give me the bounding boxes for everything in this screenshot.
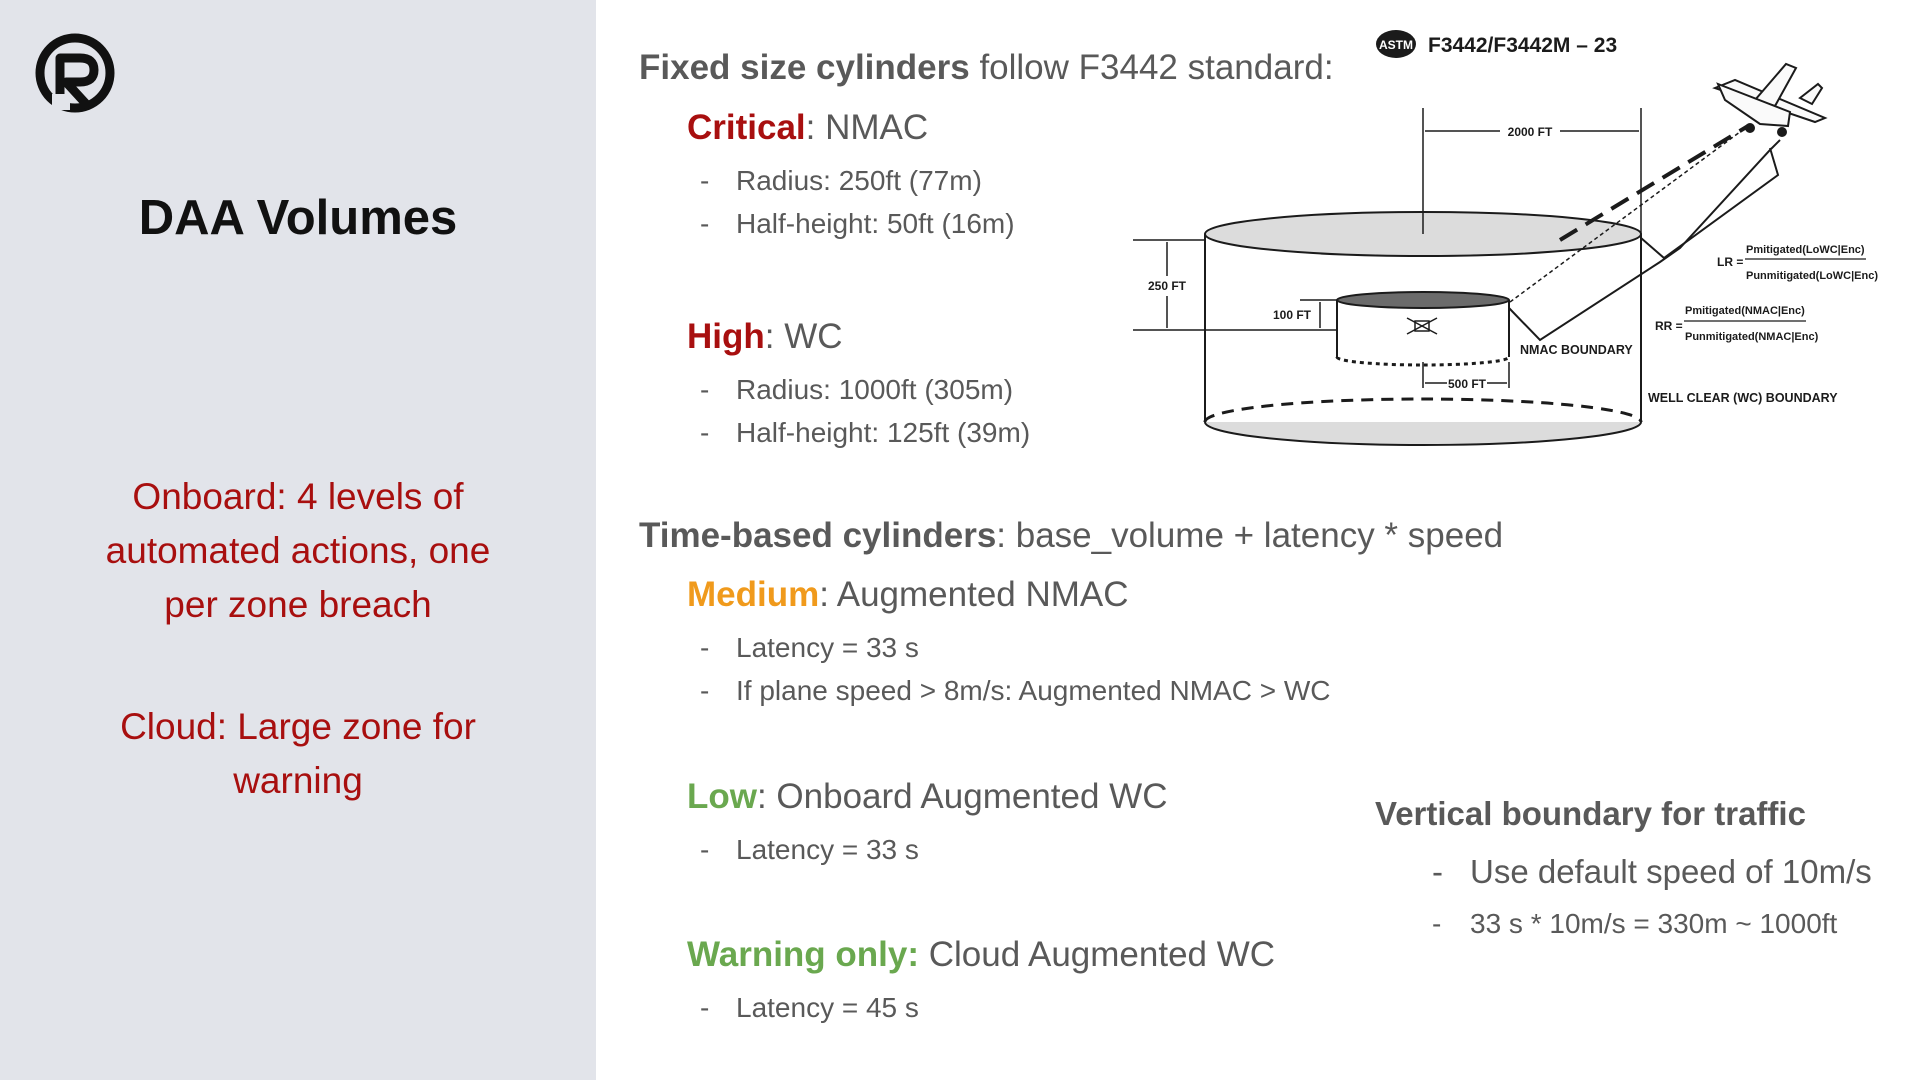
bullet-text: If plane speed > 8m/s: Augmented NMAC > … [736,675,1331,706]
vertical-bullet: -33 s * 10m/s = 330m ~ 1000ft [1432,908,1838,939]
astm-logo-text: ASTM [1379,38,1413,52]
fixed-heading: Fixed size cylinders follow F3442 standa… [639,48,1334,88]
bullet-text: Latency = 45 s [736,992,919,1023]
critical-bullet: -Half-height: 50ft (16m) [700,208,1015,239]
rr-numerator: Pmitigated(NMAC|Enc) [1685,305,1805,317]
dim-100 [1300,299,1337,328]
critical-level: Critical: NMAC [687,108,928,148]
high-bullet: -Half-height: 125ft (39m) [700,417,1031,448]
warning-level: Warning only: Cloud Augmented WC [687,935,1275,975]
bullet-text: Radius: 1000ft (305m) [736,374,1014,405]
onboard-note-line: per zone breach [164,584,432,625]
rr-formula: RR = Pmitigated(NMAC|Enc) Punmitigated(N… [1655,305,1819,343]
timebased-heading: Time-based cylinders: base_volume + late… [639,516,1503,556]
medium-label: Medium [687,575,820,614]
left-panel: DAA Volumes Onboard: 4 levels of automat… [0,0,596,1080]
drone-icon [1406,317,1438,335]
bullet-text: Latency = 33 s [736,834,919,865]
fixed-heading-bold: Fixed size cylinders [639,48,970,87]
onboard-note-line: Onboard: 4 levels of [132,476,464,517]
dim-2000 [1422,108,1642,234]
medium-desc: : Augmented NMAC [819,575,1129,614]
f3442-diagram: ASTM F3442/F3442M – 23 2000 FT 250 FT [1133,30,1878,446]
lr-formula: LR = Pmitigated(LoWC|Enc) Punmitigated(L… [1717,244,1878,282]
high-level: High: WC [687,317,843,357]
wc-boundary-label: WELL CLEAR (WC) BOUNDARY [1648,391,1838,405]
lr-denominator: Punmitigated(LoWC|Enc) [1746,270,1878,282]
warning-label: Warning only: [687,935,920,974]
airplane-icon [1712,62,1828,137]
bullet-text: 33 s * 10m/s = 330m ~ 1000ft [1470,908,1838,939]
critical-label: Critical [687,108,806,147]
cloud-note-line: Cloud: Large zone for [120,706,476,747]
trajectory-lines [1508,124,1781,342]
wc-cylinder [1203,211,1643,446]
nmac-boundary-label: NMAC BOUNDARY [1520,343,1633,357]
dim-100-label: 100 FT [1273,308,1312,322]
fixed-heading-rest: follow F3442 standard: [969,48,1334,87]
vertical-heading: Vertical boundary for traffic [1375,795,1806,832]
standard-id: F3442/F3442M – 23 [1428,34,1617,57]
warning-bullet: -Latency = 45 s [700,992,919,1023]
nmac-cylinder [1335,291,1511,367]
astm-logo-icon: ASTM [1376,30,1416,58]
cloud-note: Cloud: Large zone for warning [60,700,536,808]
medium-bullet: -If plane speed > 8m/s: Augmented NMAC >… [700,675,1331,706]
lr-numerator: Pmitigated(LoWC|Enc) [1746,244,1865,256]
warning-desc: Cloud Augmented WC [919,935,1276,974]
rr-label: RR = [1655,319,1683,333]
bullet-text: Half-height: 50ft (16m) [736,208,1015,239]
low-level: Low: Onboard Augmented WC [687,777,1167,817]
bullet-text: Radius: 250ft (77m) [736,165,982,196]
dim-250 [1133,239,1337,331]
lr-label: LR = [1717,255,1743,269]
high-label: High [687,317,765,356]
timebased-heading-rest: : base_volume + latency * speed [996,516,1504,555]
bullet-text: Latency = 33 s [736,632,919,663]
slide-title: DAA Volumes [138,191,458,245]
medium-bullet: -Latency = 33 s [700,632,919,663]
company-logo-icon [35,33,115,113]
dim-2000-label: 2000 FT [1508,125,1553,139]
rr-denominator: Punmitigated(NMAC|Enc) [1685,331,1819,343]
bullet-text: Half-height: 125ft (39m) [736,417,1031,448]
onboard-note: Onboard: 4 levels of automated actions, … [60,470,536,632]
bullet-text: Use default speed of 10m/s [1470,853,1872,890]
onboard-note-line: automated actions, one [105,530,491,571]
medium-level: Medium: Augmented NMAC [687,575,1129,615]
critical-desc: : NMAC [805,108,929,147]
low-bullet: -Latency = 33 s [700,834,919,865]
vertical-bullet: -Use default speed of 10m/s [1432,853,1872,890]
low-label: Low [687,777,757,816]
cloud-note-line: warning [233,760,363,801]
dim-500-label: 500 FT [1448,377,1487,391]
dim-250-label: 250 FT [1148,279,1187,293]
high-bullet: -Radius: 1000ft (305m) [700,374,1014,405]
dim-500 [1422,362,1510,388]
high-desc: : WC [764,317,843,356]
critical-bullet: -Radius: 250ft (77m) [700,165,982,196]
timebased-heading-bold: Time-based cylinders [639,516,997,555]
low-desc: : Onboard Augmented WC [756,777,1168,816]
